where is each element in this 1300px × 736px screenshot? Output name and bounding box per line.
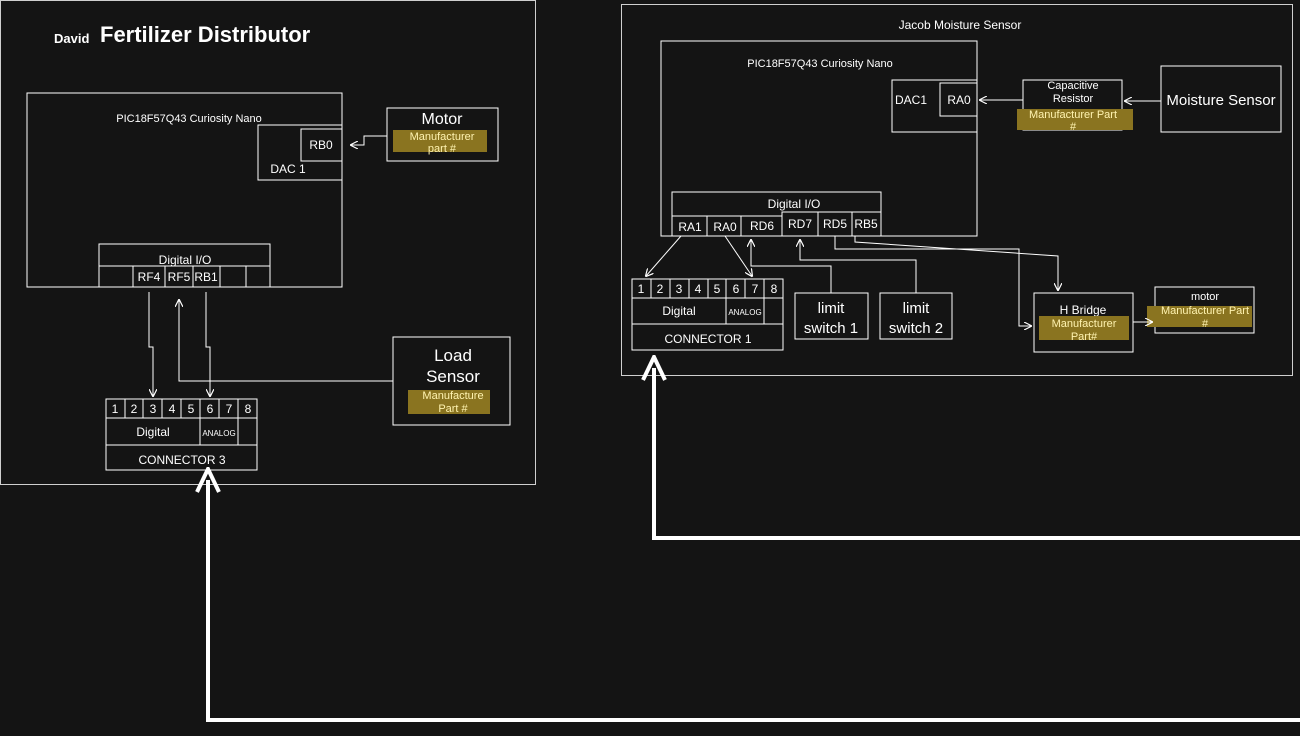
connector-3-pin-3: 3: [150, 402, 157, 416]
left-dac-label: DAC 1: [270, 162, 306, 176]
right-io-title: Digital I/O: [768, 197, 821, 211]
left-io-cell-blank-1: [98, 265, 134, 288]
moisture-sensor-title: Moisture Sensor: [1166, 92, 1275, 109]
wire-limit-switch-2-to-rd7: [800, 240, 917, 293]
load-sensor-part-line-1: Manufacture: [422, 390, 483, 402]
right-io-pin-rd7: RD7: [788, 217, 812, 231]
capacitive-resistor-part-line-2: #: [1070, 121, 1077, 133]
wire-load-sensor-to-rf5: [179, 300, 393, 382]
left-dac-pin: RB0: [309, 138, 333, 152]
wire-motor-to-rb0: [351, 135, 387, 145]
connector-3-pin-2: 2: [131, 402, 138, 416]
wire-rb1-to-connector: [205, 292, 210, 396]
left-panel-title: Fertilizer Distributor: [100, 22, 311, 47]
connector-3-pin-6: 6: [207, 402, 214, 416]
connector-3-label: CONNECTOR 3: [138, 453, 225, 467]
limit-switch-1-line-2: switch 1: [804, 320, 858, 337]
right-io-pin-rd5: RD5: [823, 217, 847, 231]
capacitive-resistor-title-line-2: Resistor: [1053, 93, 1094, 105]
left-motor-part-highlight: [393, 130, 487, 152]
load-sensor-part-line-2: Part #: [438, 403, 468, 415]
wire-ra0-to-connector: [724, 235, 752, 276]
left-panel-frame: [0, 0, 536, 485]
wire-rb5-to-h-bridge: [854, 236, 1058, 290]
connector-1-pin-3: 3: [676, 282, 683, 296]
left-io-pin-rf4: RF4: [138, 270, 161, 284]
limit-switch-2-line-1: limit: [903, 300, 930, 317]
connector-1-pin-6: 6: [733, 282, 740, 296]
connector-1-pin-1: 1: [638, 282, 645, 296]
limit-switch-1-line-1: limit: [818, 300, 845, 317]
left-io-pin-rf5: RF5: [168, 270, 191, 284]
connector-3-pin-7: 7: [226, 402, 233, 416]
right-motor-title: motor: [1191, 291, 1219, 303]
bus-to-connector-3: [208, 480, 1300, 722]
right-motor-part-line-2: #: [1202, 318, 1209, 330]
capacitive-resistor-title-line-1: Capacitive: [1047, 80, 1098, 92]
h-bridge-part-line-2: Part#: [1071, 331, 1098, 343]
left-io-cell-blank-2: [219, 265, 247, 288]
right-dac-pin-box: [939, 82, 978, 117]
capacitive-resistor-part-line-1: Manufacturer Part: [1029, 109, 1117, 121]
connector-1-digital: Digital: [662, 304, 695, 318]
connector-3-pin-5: 5: [188, 402, 195, 416]
right-motor-part-line-1: Manufacturer Part: [1161, 305, 1249, 317]
right-dac-pin: RA0: [947, 93, 971, 107]
right-io-pin-ra1: RA1: [678, 220, 702, 234]
left-motor-box: [386, 107, 499, 162]
right-dac-label: DAC1: [895, 93, 927, 107]
left-io-pin-rb1: RB1: [194, 270, 218, 284]
owner-label-david: David: [54, 31, 89, 46]
connector-3-pin-8: 8: [245, 402, 252, 416]
right-io-pin-rb5: RB5: [854, 217, 878, 231]
right-mcu-title: PIC18F57Q43 Curiosity Nano: [747, 58, 893, 70]
moisture-sensor-box: [1160, 65, 1282, 133]
wire-limit-switch-1-to-rd6: [751, 240, 832, 293]
limit-switch-2-line-2: switch 2: [889, 320, 943, 337]
left-motor-part-line-2: part #: [428, 143, 457, 155]
connector-1-pin-2: 2: [657, 282, 664, 296]
connector-1-pin-4: 4: [695, 282, 702, 296]
left-motor-part-line-1: Manufacturer: [410, 131, 475, 143]
left-panel: David Fertilizer Distributor PIC18F57Q43…: [0, 0, 536, 485]
connector-3-pin-1: 1: [112, 402, 119, 416]
wire-rd5-to-h-bridge: [834, 236, 1031, 326]
load-sensor-title-line-1: Load: [434, 346, 472, 365]
h-bridge-title: H Bridge: [1060, 303, 1107, 317]
connector-3-digital: Digital: [136, 425, 169, 439]
connector-1-pin-8: 8: [771, 282, 778, 296]
load-sensor-part-highlight: [408, 390, 490, 414]
right-io-pin-rd6: RD6: [750, 219, 774, 233]
left-motor-title: Motor: [422, 111, 464, 128]
h-bridge-part-line-1: Manufacturer: [1052, 318, 1117, 330]
right-panel-title: Jacob Moisture Sensor: [899, 18, 1022, 32]
right-io-pin-ra0: RA0: [713, 220, 737, 234]
connector-1-label: CONNECTOR 1: [664, 332, 751, 346]
connector-3: 1 2 3 4 5 6 7 8 Digital ANALOG CONNECTOR…: [105, 398, 258, 471]
right-motor-part-highlight: [1147, 306, 1252, 327]
connector-1: 1 2 3 4 5 6 7 8 Digital ANALOG CONNECTOR…: [631, 278, 784, 351]
load-sensor-title-line-2: Sensor: [426, 367, 480, 386]
h-bridge-part-highlight: [1039, 316, 1129, 340]
right-panel-frame: [621, 4, 1293, 376]
left-mcu-title: PIC18F57Q43 Curiosity Nano: [116, 113, 262, 125]
connector-3-analog: ANALOG: [202, 429, 235, 438]
wire-ra1-to-connector: [646, 235, 682, 276]
right-panel: Jacob Moisture Sensor PIC18F57Q43 Curios…: [621, 4, 1293, 376]
capacitive-resistor-part-highlight: [1017, 109, 1133, 130]
right-io-cell-rb5: [851, 211, 882, 237]
bus-to-connector-1: [654, 368, 1300, 540]
connector-1-pin-7: 7: [752, 282, 759, 296]
wire-rf4-to-connector: [148, 292, 153, 396]
connector-3-pin-4: 4: [169, 402, 176, 416]
connector-1-analog: ANALOG: [728, 308, 761, 317]
left-io-title: Digital I/O: [159, 253, 212, 267]
connector-1-pin-5: 5: [714, 282, 721, 296]
left-dac-pin-box: [300, 128, 343, 162]
